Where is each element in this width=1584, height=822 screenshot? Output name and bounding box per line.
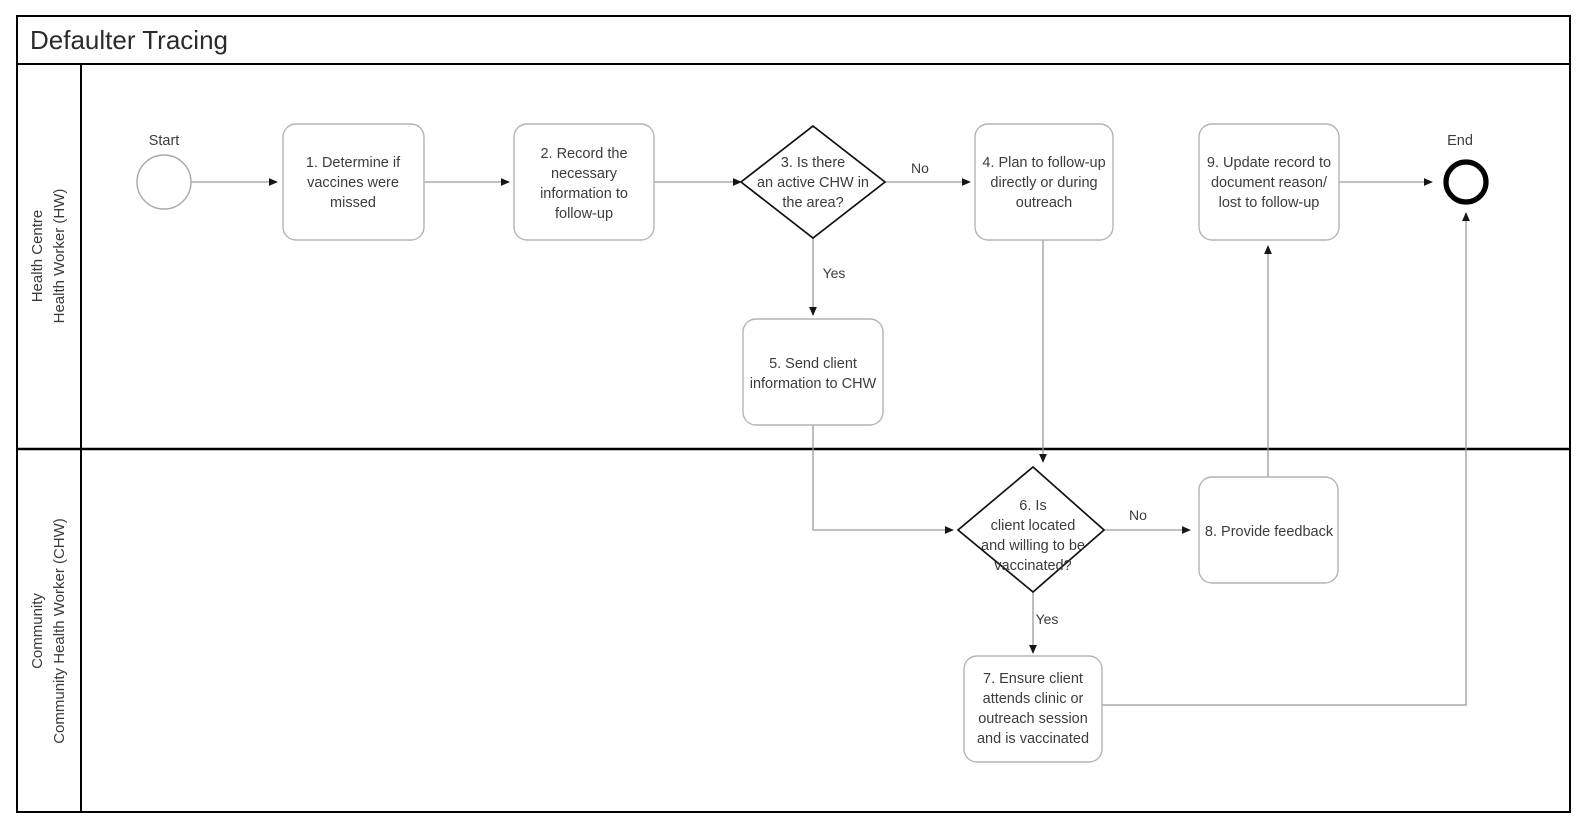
flow-label-gateway6-yes: Yes	[1036, 611, 1059, 627]
task-8-provide-feedback[interactable]: 8. Provide feedback	[1198, 476, 1339, 584]
flow-task7-to-end	[1102, 212, 1471, 706]
gateway-3-line1: 3. Is there	[781, 155, 845, 171]
flow-label-gateway3-yes: Yes	[823, 265, 846, 281]
task-8-line1: 8. Provide feedback	[1205, 524, 1334, 540]
task-1-line1: 1. Determine if	[306, 155, 401, 171]
task-2-line2: necessary	[551, 166, 618, 182]
task-4-box[interactable]	[974, 123, 1114, 241]
task-1-line3: missed	[330, 195, 376, 211]
start-event-circle[interactable]	[136, 154, 192, 210]
task-7-line1: 7. Ensure client	[983, 671, 1083, 687]
lane-label-health-centre-line2: Health Worker (HW)	[51, 189, 68, 324]
task-5-line1: 5. Send client	[769, 356, 857, 372]
flow-label-gateway3-no: No	[911, 160, 929, 176]
task-8-box[interactable]	[1198, 476, 1339, 584]
end-event[interactable]: End	[1443, 133, 1489, 205]
task-7-line2: attends clinic or	[983, 691, 1084, 707]
task-4-line1: 4. Plan to follow-up	[982, 155, 1105, 171]
sidebar-item-lane-community: Community Community Health Worker (CHW)	[29, 518, 68, 744]
start-event[interactable]: Start	[136, 133, 192, 210]
gateway-6-line2: client located	[991, 518, 1076, 534]
task-7-line4: and is vaccinated	[977, 731, 1089, 747]
gateway-3-line3: the area?	[782, 195, 843, 211]
gateway-6-line4: vaccinated?	[994, 558, 1071, 574]
task-2-line4: follow-up	[555, 206, 613, 222]
task-1-line2: vaccines were	[307, 175, 399, 191]
gateway-3-is-there-an-active-chw[interactable]: 3. Is there an active CHW in the area?	[739, 124, 887, 240]
task-4-plan-to-follow-up[interactable]: 4. Plan to follow-up directly or during …	[974, 123, 1114, 241]
pool-outer-border	[16, 15, 1571, 813]
task-2-line1: 2. Record the	[540, 146, 627, 162]
end-event-label: End	[1447, 133, 1473, 149]
task-9-update-record-to-document-reason[interactable]: 9. Update record to document reason/ los…	[1198, 123, 1340, 241]
pool-title: Defaulter Tracing	[30, 25, 228, 55]
task-4-line3: outreach	[1016, 195, 1072, 211]
task-9-line2: document reason/	[1211, 175, 1328, 191]
connector-layer	[191, 177, 1471, 706]
gateway-6-is-client-located-and-willing[interactable]: 6. Is client located and willing to be v…	[956, 465, 1106, 594]
gateway-3-line2: an active CHW in	[757, 175, 869, 191]
task-5-box[interactable]	[742, 318, 884, 426]
task-9-line3: lost to follow-up	[1219, 195, 1320, 211]
gateway-6-line3: and willing to be	[981, 538, 1085, 554]
task-5-line2: information to CHW	[750, 376, 877, 392]
task-9-line1: 9. Update record to	[1207, 155, 1331, 171]
task-7-ensure-client-attends-clinic[interactable]: 7. Ensure client attends clinic or outre…	[963, 655, 1103, 763]
flow-label-gateway6-no: No	[1129, 507, 1147, 523]
end-event-circle[interactable]	[1443, 159, 1489, 205]
gateway-6-line1: 6. Is	[1019, 498, 1046, 514]
task-1-determine-if-vaccines-were-missed[interactable]: 1. Determine if vaccines were missed	[282, 123, 425, 241]
task-5-send-client-information-to-chw[interactable]: 5. Send client information to CHW	[742, 318, 884, 426]
task-7-box[interactable]	[963, 655, 1103, 763]
gateway-6-diamond[interactable]	[956, 465, 1106, 594]
sidebar-item-lane-health-centre: Health Centre Health Worker (HW)	[29, 189, 68, 324]
task-7-line3: outreach session	[978, 711, 1088, 727]
lane-label-health-centre-line1: Health Centre	[29, 210, 46, 303]
start-event-label: Start	[149, 133, 180, 149]
task-2-record-the-necessary-information[interactable]: 2. Record the necessary information to f…	[513, 123, 655, 241]
pool-frame	[16, 15, 1571, 813]
lane-label-community-line1: Community	[29, 593, 46, 669]
task-2-line3: information to	[540, 186, 628, 202]
task-9-box[interactable]	[1198, 123, 1340, 241]
lane-label-community-line2: Community Health Worker (CHW)	[51, 518, 68, 744]
gateway-3-diamond[interactable]	[739, 124, 887, 240]
task-4-line2: directly or during	[990, 175, 1097, 191]
flow-task5-to-gateway6	[812, 425, 954, 535]
task-2-box[interactable]	[513, 123, 655, 241]
task-1-box[interactable]	[282, 123, 425, 241]
